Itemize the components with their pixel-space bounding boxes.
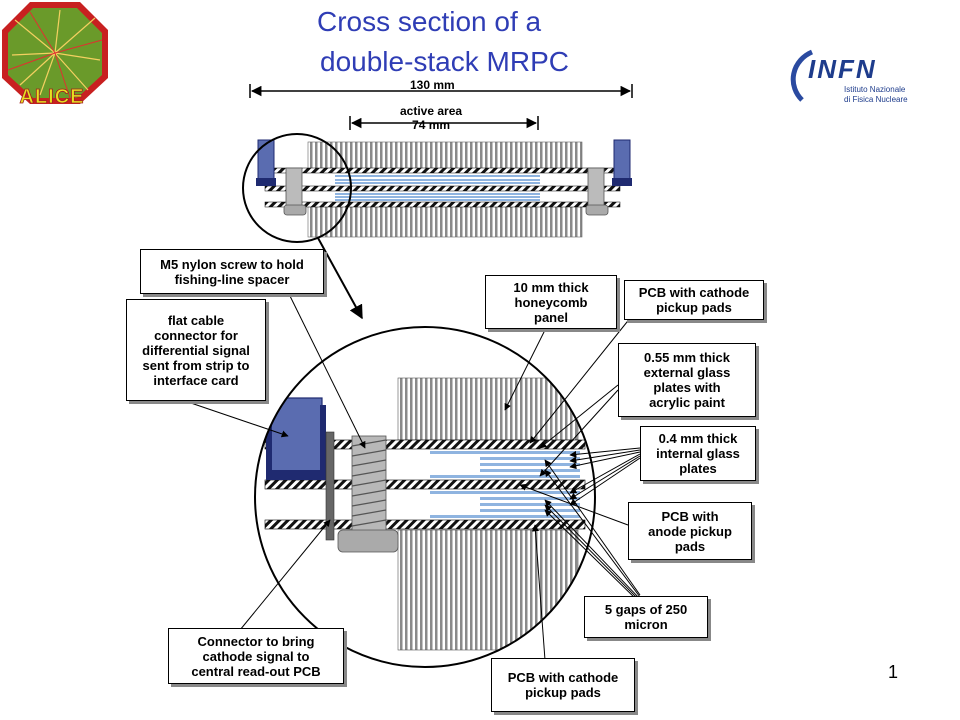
- detail-view: [254, 326, 596, 668]
- dimension-active: [349, 116, 539, 130]
- callout-external-glass-line-4: acrylic paint: [649, 395, 725, 410]
- callout-flat-cable-line-1: flat cable: [167, 312, 225, 328]
- callout-pcb-cathode-top-line-2: pickup pads: [656, 300, 732, 315]
- alice-text: ALICE: [20, 86, 85, 105]
- callout-honeycomb-line-2: honeycomb: [514, 294, 588, 310]
- callout-pcb-cathode-bottom-line-1: PCB with cathode: [507, 670, 619, 685]
- dimension-active-line-2: 74 mm: [412, 118, 451, 132]
- callout-honeycomb-line-1: 10 mm thick: [513, 279, 589, 295]
- callout-external-glass-line-3: plates with: [653, 380, 721, 395]
- alice-logo: ALICE: [2, 2, 108, 105]
- callout-pcb-cathode-top-line-1: PCB with cathode: [638, 285, 750, 300]
- slide-title: Cross section of a double-stack MRPC: [0, 6, 960, 86]
- callout-screw-line-2: fishing-line spacer: [174, 271, 290, 287]
- callout-gaps-line-2: micron: [624, 617, 668, 632]
- callout-external-glass-line-1: 0.55 mm thick: [644, 350, 730, 365]
- callout-connector-cathode-line-3: central read-out PCB: [191, 663, 321, 679]
- callout-pcb-cathode-top: PCB with cathode pickup pads: [624, 280, 764, 320]
- callout-gaps-line-1: 5 gaps of 250: [604, 602, 688, 617]
- dimension-overall: [249, 84, 633, 98]
- title-line-1: Cross section of a: [317, 6, 542, 37]
- overview-section: [256, 139, 632, 238]
- infn-text: INFN: [808, 54, 877, 84]
- page-number: 1: [888, 662, 899, 682]
- callout-internal-glass: 0.4 mm thick internal glass plates: [640, 426, 756, 481]
- callout-connector-cathode-line-2: cathode signal to: [202, 648, 310, 664]
- callout-flat-cable-line-2: connector for: [154, 327, 238, 343]
- infn-subtitle-2: di Fisica Nucleare: [844, 95, 908, 104]
- callout-honeycomb: 10 mm thick honeycomb panel: [485, 275, 617, 329]
- infn-logo: INFN Istituto Nazionale di Fisica Nuclea…: [790, 49, 908, 104]
- callout-flat-cable-line-5: interface card: [153, 372, 239, 388]
- callout-pcb-anode-line-1: PCB with: [661, 508, 719, 524]
- callout-internal-glass-line-1: 0.4 mm thick: [658, 431, 738, 446]
- zoom-circle-small: [242, 133, 352, 243]
- callout-external-glass: 0.55 mm thick external glass plates with…: [618, 343, 756, 417]
- callout-external-glass-line-2: external glass: [643, 365, 731, 380]
- title-line-2: double-stack MRPC: [320, 46, 569, 77]
- callout-flat-cable-line-4: sent from strip to: [142, 357, 250, 373]
- dimension-active-label: active area 74 mm: [400, 104, 462, 132]
- callout-screw-line-1: M5 nylon screw to hold: [160, 256, 304, 272]
- callout-connector-cathode-line-1: Connector to bring: [197, 633, 315, 649]
- callout-flat-cable: flat cable connector for differential si…: [126, 299, 266, 401]
- callout-internal-glass-line-2: internal glass: [656, 446, 740, 461]
- callout-pcb-anode: PCB with anode pickup pads: [628, 502, 752, 560]
- callout-pcb-cathode-bottom-line-2: pickup pads: [525, 685, 601, 700]
- callout-pcb-anode-line-3: pads: [674, 538, 706, 554]
- callout-internal-glass-line-3: plates: [679, 461, 717, 476]
- infn-subtitle-1: Istituto Nazionale: [844, 85, 906, 94]
- dimension-active-line-1: active area: [400, 104, 463, 118]
- callout-honeycomb-line-3: panel: [534, 309, 568, 325]
- callout-gaps: 5 gaps of 250 micron: [584, 596, 708, 638]
- dimension-overall-label: 130 mm: [410, 78, 455, 92]
- callout-pcb-cathode-bottom: PCB with cathode pickup pads: [491, 658, 635, 712]
- callout-pcb-anode-line-2: anode pickup: [648, 523, 732, 539]
- callout-connector-cathode: Connector to bring cathode signal to cen…: [168, 628, 344, 684]
- callout-flat-cable-line-3: differential signal: [142, 342, 250, 358]
